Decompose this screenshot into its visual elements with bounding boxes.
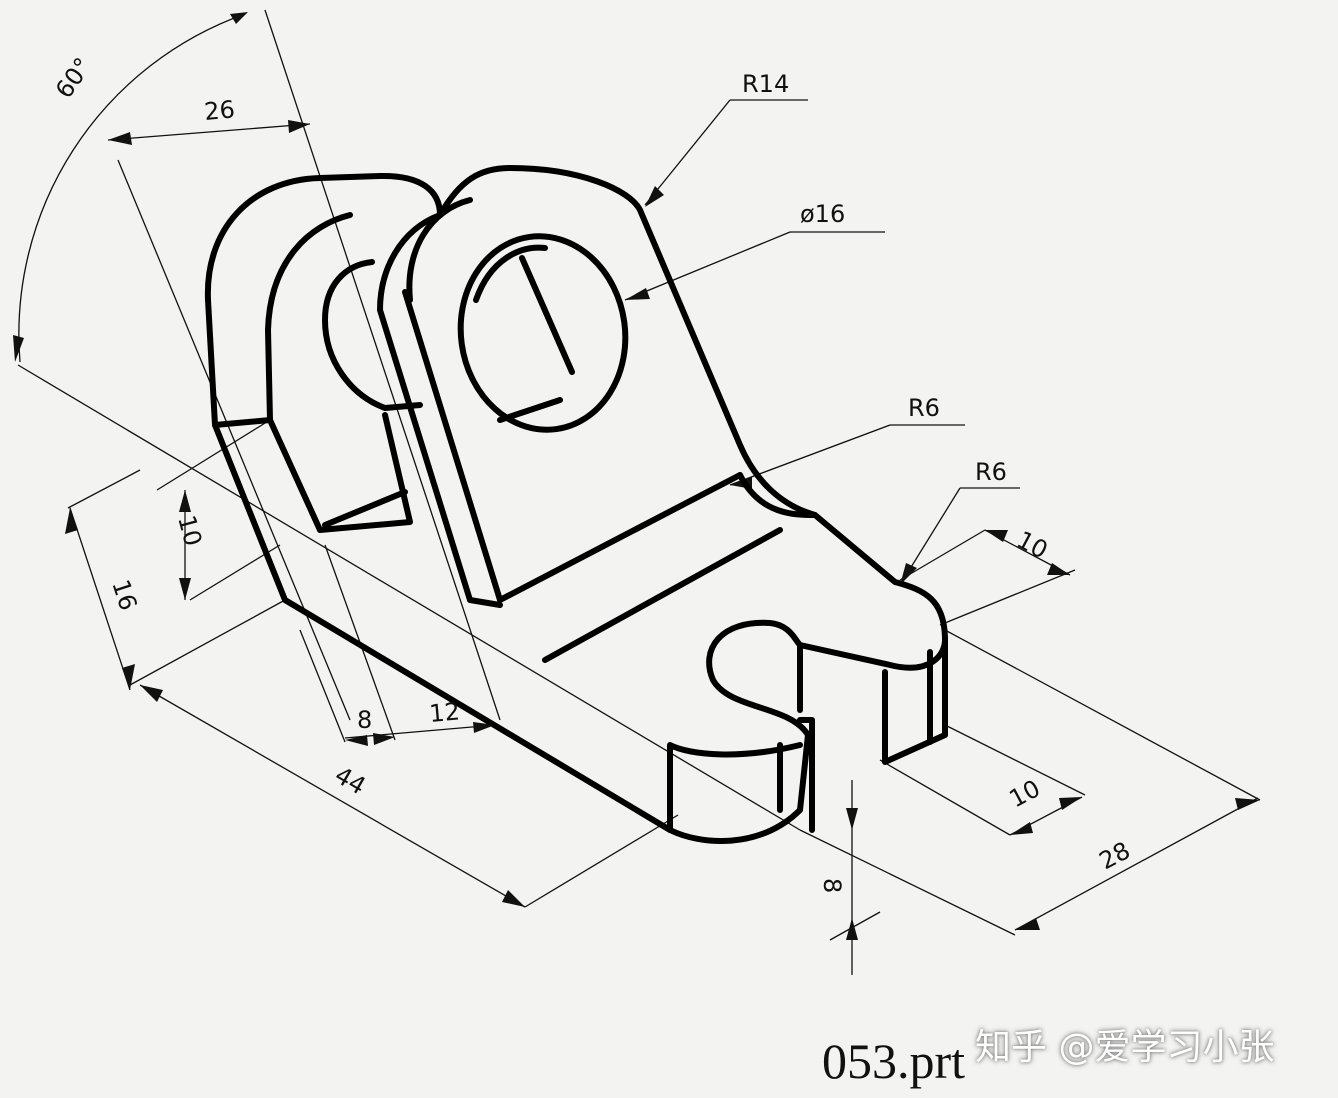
dim-26-label: 26 (203, 95, 236, 126)
rear-lug (204, 172, 443, 428)
dim-10-label: 10 (172, 512, 207, 549)
dim-12-label: 12 (428, 697, 461, 728)
dimension-lines (17, 9, 1261, 975)
dim-slot-width-label: 10 (1012, 526, 1052, 565)
dim-8-thickness-label: 8 (818, 878, 846, 893)
dim-r14-label: R14 (742, 70, 789, 98)
dim-8-offset-label: 8 (357, 706, 372, 734)
watermark: 知乎 @爱学习小张 (975, 1027, 1275, 1068)
dim-28-label: 28 (1095, 836, 1135, 875)
file-label: 053.prt (822, 1033, 966, 1089)
dimension-arrows (13, 12, 1260, 940)
dim-r6-inner-label: R6 (908, 394, 940, 422)
angle-label: 60° (50, 53, 97, 104)
dim-16-label: 16 (106, 576, 142, 614)
hole (457, 233, 629, 433)
dim-d16-label: ø16 (800, 200, 845, 228)
dim-r6-slot-label: R6 (975, 458, 1007, 486)
dim-44-label: 44 (330, 761, 370, 801)
dim-slot-depth-label: 10 (1005, 774, 1045, 813)
angle-arc (18, 13, 246, 363)
part-outline (204, 165, 948, 844)
base-plate (212, 422, 948, 844)
front-lug (437, 165, 818, 518)
